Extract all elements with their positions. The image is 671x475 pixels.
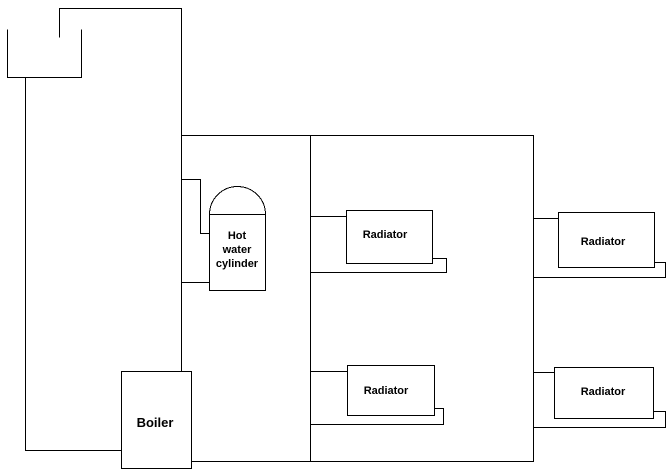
cylinder-label-water: water [222, 244, 252, 256]
radiator-2-label: Radiator [581, 236, 626, 248]
radiator-4-label: Radiator [581, 386, 626, 398]
radiator-1 [346, 210, 433, 264]
radiator-3 [347, 365, 435, 416]
expansion-tank [7, 29, 82, 78]
radiator-2-pipes [533, 218, 666, 278]
radiator-3-label: Radiator [364, 385, 409, 397]
cylinder-label-cylinder: cylinder [216, 258, 259, 270]
boiler [121, 371, 192, 469]
radiator-1-label: Radiator [363, 229, 408, 241]
radiator-1-pipes [310, 216, 447, 273]
radiator-4-pipes [533, 372, 666, 428]
main-flow-loop [181, 135, 534, 462]
cold-feed-pipe [25, 77, 123, 451]
radiator-2 [558, 212, 655, 268]
radiator-4 [554, 367, 654, 419]
boiler-label: Boiler [137, 415, 174, 430]
radiator-3-pipes [310, 371, 444, 425]
cylinder-label-hot: Hot [228, 230, 247, 242]
vent-pipe [59, 8, 182, 372]
cylinder-flow-pipe [181, 179, 210, 234]
hot-water-cylinder [209, 186, 266, 291]
